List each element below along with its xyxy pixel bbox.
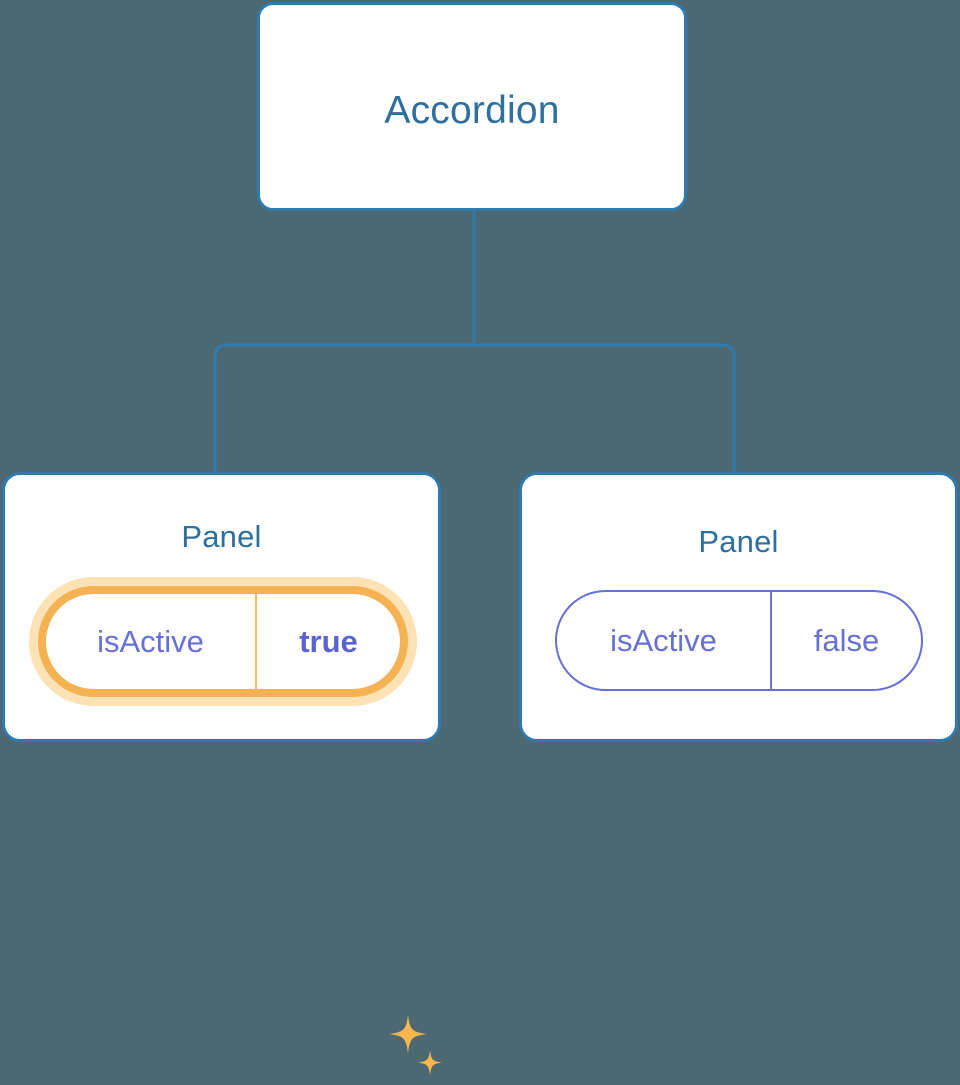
sparkles-icon: [389, 1015, 442, 1075]
node-accordion[interactable]: Accordion: [257, 2, 687, 211]
prop-value: true: [299, 623, 358, 659]
prop-value: false: [813, 622, 880, 658]
prop-key: isActive: [46, 594, 257, 689]
node-panel-1-label: Panel: [698, 524, 779, 559]
sparkle-large-icon: [389, 1015, 427, 1053]
prop-key: isActive: [557, 592, 772, 689]
prop-pill-isactive-true[interactable]: isActive true: [38, 586, 408, 697]
prop-pill-isactive-false[interactable]: isActive false: [555, 590, 923, 691]
sparkle-small-icon: [418, 1050, 442, 1075]
connector-bracket: [213, 343, 736, 472]
node-accordion-label: Accordion: [384, 89, 560, 132]
node-panel-0-label: Panel: [181, 519, 262, 554]
